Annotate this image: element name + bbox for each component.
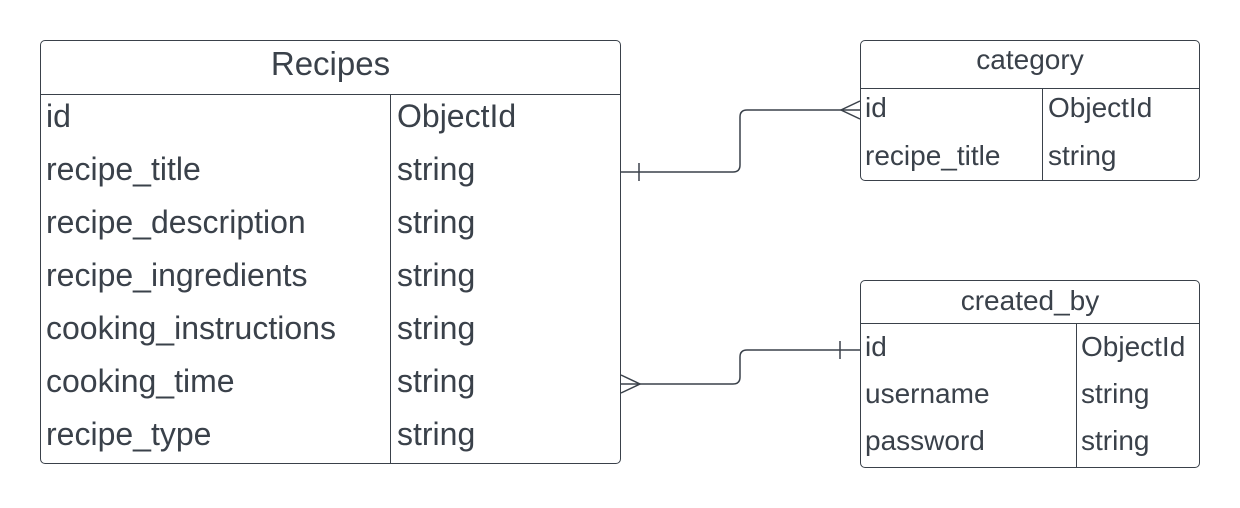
- entity-title: Recipes: [41, 41, 620, 95]
- entity-title: category: [861, 41, 1199, 89]
- field-row-recipe-title[interactable]: recipe_title string: [41, 147, 620, 200]
- field-row-recipe-type[interactable]: recipe_type string: [41, 412, 620, 463]
- entity-recipes[interactable]: Recipes id ObjectId recipe_title string …: [40, 40, 621, 464]
- field-type: string: [397, 416, 476, 452]
- field-row-id[interactable]: id ObjectId: [41, 94, 620, 147]
- field-row-id[interactable]: id ObjectId: [861, 325, 1199, 372]
- connector-recipes-created-by[interactable]: [621, 349, 860, 385]
- field-name: recipe_title: [865, 140, 1001, 171]
- field-row-password[interactable]: password string: [861, 419, 1199, 466]
- field-row-recipe-title[interactable]: recipe_title string: [861, 136, 1199, 180]
- field-name: id: [865, 331, 887, 362]
- entity-title: created_by: [861, 281, 1199, 324]
- field-row-cooking-instructions[interactable]: cooking_instructions string: [41, 306, 620, 359]
- field-row-id[interactable]: id ObjectId: [861, 88, 1199, 136]
- field-type: string: [397, 363, 476, 399]
- field-row-recipe-description[interactable]: recipe_description string: [41, 200, 620, 253]
- crow-foot-category-side: [839, 100, 861, 120]
- field-type: string: [1081, 378, 1150, 409]
- field-type: ObjectId: [1081, 331, 1186, 362]
- column-divider: [1042, 88, 1043, 180]
- field-name: password: [865, 425, 985, 456]
- field-row-recipe-ingredients[interactable]: recipe_ingredients string: [41, 253, 620, 306]
- field-name: id: [865, 92, 887, 123]
- field-row-username[interactable]: username string: [861, 372, 1199, 419]
- entity-category[interactable]: category id ObjectId recipe_title string: [860, 40, 1200, 181]
- crow-foot-recipes-side: [620, 374, 642, 394]
- field-name: id: [46, 98, 71, 134]
- column-divider: [1076, 323, 1077, 467]
- field-name: cooking_instructions: [46, 310, 336, 346]
- field-name: cooking_time: [46, 363, 235, 399]
- field-name: recipe_description: [46, 204, 306, 240]
- field-name: recipe_title: [46, 151, 201, 187]
- field-type: string: [1081, 425, 1150, 456]
- field-type: string: [397, 310, 476, 346]
- field-name: recipe_ingredients: [46, 257, 308, 293]
- field-name: username: [865, 378, 990, 409]
- field-row-cooking-time[interactable]: cooking_time string: [41, 359, 620, 412]
- field-type: ObjectId: [397, 98, 517, 134]
- connector-recipes-category[interactable]: [621, 109, 860, 173]
- column-divider: [390, 94, 391, 463]
- field-type: string: [397, 257, 476, 293]
- field-type: string: [1048, 140, 1117, 171]
- entity-created-by[interactable]: created_by id ObjectId username string p…: [860, 280, 1200, 468]
- field-type: string: [397, 151, 476, 187]
- field-type: ObjectId: [1048, 92, 1153, 123]
- field-type: string: [397, 204, 476, 240]
- field-name: recipe_type: [46, 416, 212, 452]
